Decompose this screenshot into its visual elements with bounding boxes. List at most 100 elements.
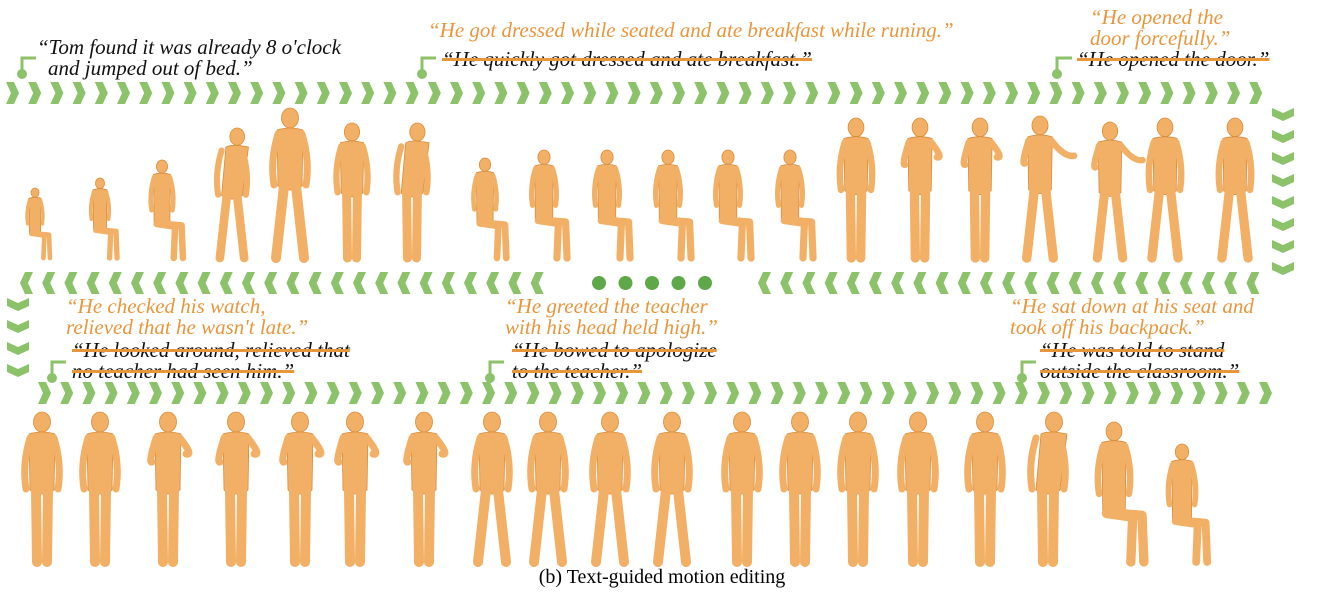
figure-torso bbox=[342, 432, 368, 494]
ellipsis-dots bbox=[592, 276, 712, 290]
human-figure bbox=[1024, 116, 1074, 258]
chevron-right-icon bbox=[82, 382, 95, 404]
chevron-right-icon bbox=[970, 382, 983, 404]
chevron-right-icon bbox=[1160, 82, 1173, 104]
chevron-right-icon bbox=[605, 82, 618, 104]
figure-torso bbox=[535, 164, 554, 223]
human-figure bbox=[593, 412, 628, 562]
chevron-right-icon bbox=[339, 82, 352, 104]
human-figure bbox=[273, 108, 308, 258]
figure-leg-right bbox=[1171, 191, 1178, 258]
figure-leg-right bbox=[1241, 191, 1248, 258]
chevron-right-icon bbox=[117, 82, 130, 104]
figure-head bbox=[160, 412, 177, 432]
figure-leg-left bbox=[276, 186, 284, 258]
figure-leg-left bbox=[478, 490, 486, 562]
chevron-right-icon bbox=[282, 382, 295, 404]
ellipsis-dot bbox=[645, 276, 659, 290]
figure-leg-left bbox=[850, 191, 851, 258]
chevron-right-icon bbox=[206, 82, 219, 104]
chevron-right-icon bbox=[739, 82, 752, 104]
chevron-right-icon bbox=[650, 82, 663, 104]
figure-leg-left bbox=[912, 490, 913, 562]
chevron-left-icon bbox=[1135, 272, 1148, 294]
chevron-left-icon bbox=[1180, 272, 1193, 294]
chevron-down-icon bbox=[1272, 174, 1294, 187]
figure-arm-left bbox=[1031, 438, 1036, 489]
chevron-right-icon bbox=[161, 82, 174, 104]
figure-torso bbox=[479, 432, 505, 494]
chevron-right-icon bbox=[95, 82, 108, 104]
figure-head bbox=[344, 123, 359, 141]
chevron-right-icon bbox=[628, 82, 641, 104]
ellipsis-dot bbox=[698, 276, 712, 290]
chevron-left-icon bbox=[758, 272, 771, 294]
chevron-down-icon bbox=[7, 298, 29, 311]
figure-leg-left bbox=[347, 193, 348, 258]
chevron-right-icon bbox=[904, 382, 917, 404]
figure-arm-right bbox=[367, 438, 376, 454]
chevron-left-icon bbox=[891, 272, 904, 294]
segment-3-original-struck: “He opened the door.” bbox=[1077, 47, 1270, 71]
figure-head bbox=[1032, 116, 1048, 135]
chevron-left-icon bbox=[531, 272, 544, 294]
figure-head bbox=[479, 158, 490, 171]
figure-torso bbox=[968, 137, 992, 195]
figure-leg-left bbox=[162, 490, 163, 562]
figure-leg-left bbox=[220, 196, 227, 258]
chevron-right-icon bbox=[815, 382, 828, 404]
chevron-right-icon bbox=[1148, 382, 1161, 404]
segment-3-edited-text: “He opened the door forcefully.” bbox=[1090, 7, 1230, 49]
chevron-right-icon bbox=[993, 382, 1006, 404]
figure-torso bbox=[597, 432, 623, 494]
figure-leg-right bbox=[498, 490, 506, 562]
chevron-right-icon bbox=[415, 382, 428, 404]
chevron-right-icon bbox=[38, 382, 51, 404]
human-figure bbox=[531, 412, 566, 562]
chevron-left-icon bbox=[175, 272, 188, 294]
chevron-right-icon bbox=[238, 382, 251, 404]
chevron-left-icon bbox=[1113, 272, 1126, 294]
figure-head bbox=[662, 150, 674, 164]
figure-torso bbox=[598, 164, 617, 223]
chevron-right-icon bbox=[517, 82, 530, 104]
figure-leg-left bbox=[418, 490, 419, 562]
segment-6-edited-text: “He sat down at his seat and took off hi… bbox=[1010, 296, 1254, 338]
figure-torso bbox=[659, 164, 678, 223]
figure-leg-left bbox=[534, 490, 542, 562]
segment-6-edited-line-2: took off his backpack.” bbox=[1010, 317, 1254, 338]
figure-leg-right bbox=[861, 191, 862, 258]
figure-leg-left bbox=[31, 234, 44, 258]
figure-arm-right bbox=[180, 438, 189, 454]
figure-leg-right bbox=[360, 490, 361, 562]
figure-leg-left bbox=[94, 490, 95, 562]
chevron-right-icon bbox=[349, 382, 362, 404]
connector-dot bbox=[17, 69, 27, 79]
chevron-right-icon bbox=[1183, 82, 1196, 104]
chevron-right-icon bbox=[1215, 382, 1228, 404]
chevron-left-icon bbox=[131, 272, 144, 294]
chevron-left-icon bbox=[442, 272, 455, 294]
figure-head bbox=[848, 118, 864, 137]
figure-head bbox=[416, 412, 433, 432]
chevron-right-icon bbox=[1237, 382, 1250, 404]
chevron-left-icon bbox=[1224, 272, 1237, 294]
chevron-right-icon bbox=[1104, 382, 1117, 404]
chevron-right-icon bbox=[6, 82, 19, 104]
human-figure bbox=[27, 188, 50, 258]
figure-head bbox=[1175, 444, 1188, 460]
human-figure bbox=[219, 412, 257, 562]
figure-torso bbox=[223, 432, 249, 494]
human-figure bbox=[725, 412, 760, 562]
chevron-right-icon bbox=[127, 382, 140, 404]
chevron-down-icon bbox=[1272, 152, 1294, 165]
chevron-left-icon bbox=[1246, 272, 1259, 294]
human-figure bbox=[407, 412, 445, 562]
figure-torso bbox=[535, 432, 561, 494]
figure-leg-right bbox=[417, 193, 418, 258]
chevron-left-icon bbox=[1002, 272, 1015, 294]
chevron-left-icon bbox=[220, 272, 233, 294]
chevron-left-icon bbox=[198, 272, 211, 294]
chevron-right-icon bbox=[105, 382, 118, 404]
figure-head bbox=[484, 412, 501, 432]
